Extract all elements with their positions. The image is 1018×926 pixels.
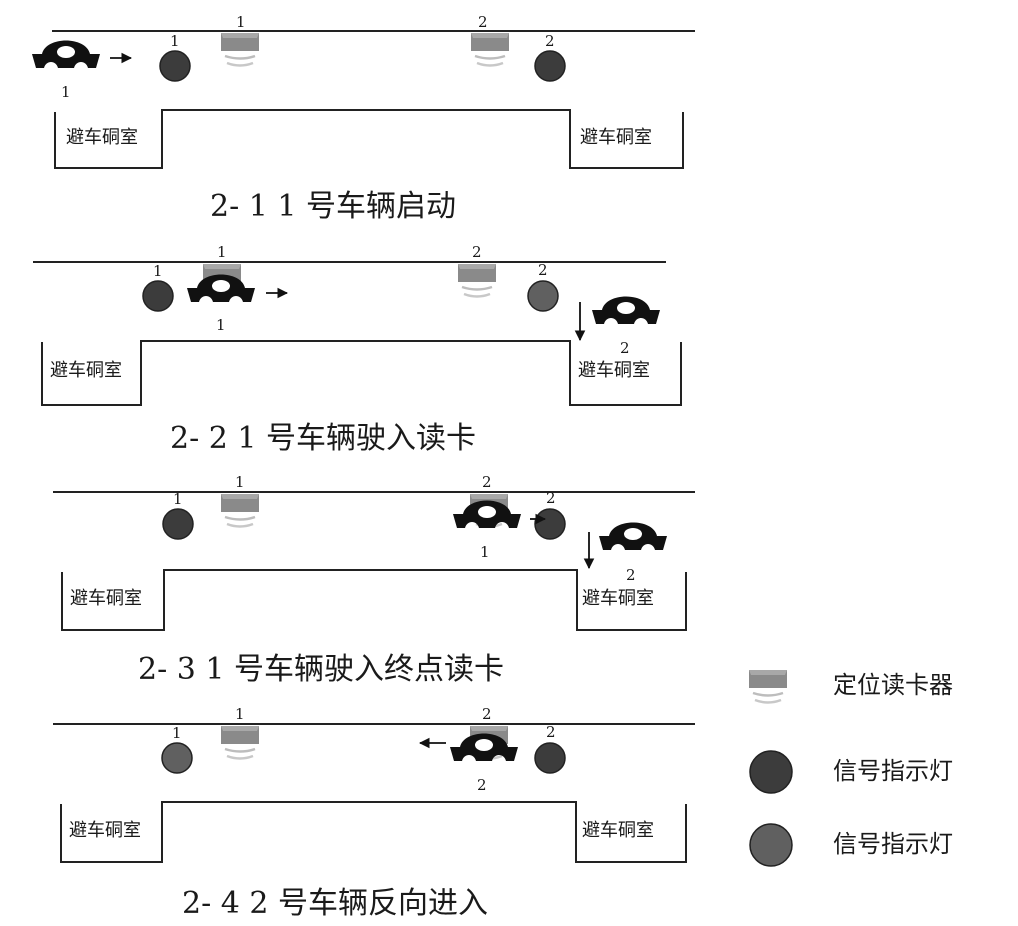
signal-light-1-icon (161, 742, 193, 774)
signal-light-1-icon (159, 50, 191, 82)
reader-1-label: 1 (236, 13, 246, 31)
reader-2-label: 2 (482, 473, 492, 491)
light-2-label: 2 (546, 489, 556, 507)
refuge-room-right: 避车硐室 (580, 127, 652, 148)
panel-2-2: 1 2 1 2 1 2 避车硐室 避车硐室 2- 2 1 号车辆驶入读卡 (33, 243, 682, 456)
vehicle-1-icon (453, 500, 521, 528)
refuge-room-left: 避车硐室 (66, 127, 138, 148)
vehicle-2-icon (592, 296, 660, 324)
reader-1-label: 1 (235, 705, 245, 723)
card-reader-1-icon (219, 724, 261, 760)
light-1-label: 1 (170, 32, 180, 50)
panel-caption: 2- 3 1 号车辆驶入终点读卡 (138, 652, 504, 687)
tunnel-bottom-line (54, 109, 684, 169)
vehicle-2-icon (599, 522, 667, 550)
legend-item-label: 信号指示灯 (833, 757, 953, 785)
legend-item-label: 定位读卡器 (833, 671, 953, 699)
reader-2-label: 2 (478, 13, 488, 31)
panel-2-4: 1 2 1 2 2 避车硐室 避车硐室 2- 4 2 号车辆反向进入 (53, 705, 695, 921)
light-2-label: 2 (546, 723, 556, 741)
signal-light-2-icon (534, 742, 566, 774)
panel-caption: 2- 1 1 号车辆启动 (210, 189, 456, 224)
signal-light-2-icon (527, 280, 559, 312)
signal-light-2-icon (534, 50, 566, 82)
vehicle-2-label: 2 (620, 339, 630, 357)
refuge-room-left: 避车硐室 (50, 360, 122, 381)
refuge-room-left: 避车硐室 (69, 820, 141, 841)
reader-2-label: 2 (472, 243, 482, 261)
tunnel-bottom-line (41, 340, 682, 406)
vehicle-2-label: 2 (626, 566, 636, 584)
signal-light-1-icon (142, 280, 174, 312)
vehicle-1-icon (32, 40, 100, 68)
refuge-room-left: 避车硐室 (70, 588, 142, 609)
refuge-room-right: 避车硐室 (578, 360, 650, 381)
legend-item-label: 信号指示灯 (833, 830, 953, 858)
light-1-label: 1 (153, 262, 163, 280)
panel-2-3: 1 2 1 2 1 2 避车硐室 避车硐室 2- 3 1 号车辆驶入终点读卡 (53, 473, 695, 687)
light-2-label: 2 (538, 261, 548, 279)
card-reader-2-icon (469, 31, 511, 67)
signal-light-2-icon (534, 508, 566, 540)
reader-1-label: 1 (235, 473, 245, 491)
reader-2-label: 2 (482, 705, 492, 723)
signal-light-1-icon (162, 508, 194, 540)
card-reader-1-icon (219, 492, 261, 528)
light-2-label: 2 (545, 32, 555, 50)
reader-1-label: 1 (217, 243, 227, 261)
vehicle-1-label: 1 (216, 316, 226, 334)
signal-light-dark-icon (749, 750, 793, 794)
vehicle-1-label: 1 (480, 543, 490, 561)
legend: 定位读卡器 信号指示灯 信号指示灯 (747, 668, 953, 867)
card-reader-1-icon (219, 31, 261, 67)
vehicle-1-icon (187, 274, 255, 302)
refuge-room-right: 避车硐室 (582, 820, 654, 841)
refuge-room-right: 避车硐室 (582, 588, 654, 609)
signal-light-light-icon (749, 823, 793, 867)
light-1-label: 1 (172, 724, 182, 742)
panel-caption: 2- 4 2 号车辆反向进入 (182, 886, 488, 921)
vehicle-2-label: 2 (477, 776, 487, 794)
tunnel-bottom-line (60, 801, 687, 863)
card-reader-icon (747, 668, 789, 704)
light-1-label: 1 (173, 490, 183, 508)
vehicle-1-label: 1 (61, 83, 71, 101)
panel-2-1: 1 2 1 2 1 避车硐室 避车硐室 2- 1 1 号车辆启动 (32, 13, 695, 224)
card-reader-2-icon (456, 262, 498, 298)
panel-caption: 2- 2 1 号车辆驶入读卡 (170, 421, 476, 456)
tunnel-bottom-line (61, 569, 687, 631)
